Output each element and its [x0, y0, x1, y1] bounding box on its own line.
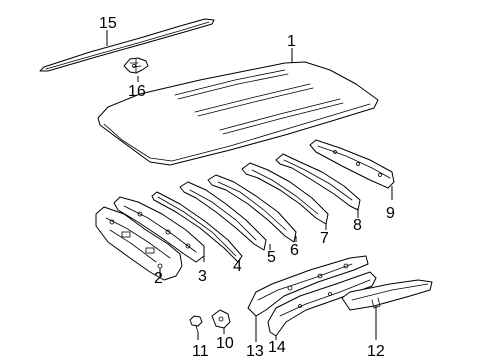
- callout-1: 1: [287, 33, 296, 50]
- part-roof-bow-5: [179, 181, 267, 251]
- callout-7: 7: [320, 230, 329, 247]
- part-roof-bow-6: [207, 174, 297, 243]
- callout-15: 15: [99, 15, 117, 32]
- callout-11: 11: [192, 343, 209, 360]
- part-header-panel-3: [113, 196, 205, 263]
- part-roof-panel: [97, 61, 379, 166]
- callout-12: 12: [367, 343, 385, 360]
- leader-lines: [106, 30, 393, 342]
- callout-10: 10: [216, 335, 234, 352]
- callout-labels: 1 2 3 4 5 6 7 8 9 10 11 12 13 14 15 16: [99, 15, 395, 360]
- part-side-rail-13: [247, 255, 369, 317]
- part-side-molding-12: [341, 279, 433, 311]
- callout-9: 9: [386, 205, 395, 222]
- callout-5: 5: [267, 249, 276, 266]
- part-clip: [123, 57, 149, 74]
- callout-16: 16: [128, 83, 146, 100]
- part-front-header-2: [95, 206, 183, 281]
- part-bracket-10: [211, 309, 231, 329]
- part-bolt-11: [189, 315, 203, 333]
- callout-14: 14: [268, 339, 286, 356]
- callout-6: 6: [290, 242, 299, 259]
- callout-4: 4: [233, 258, 242, 275]
- callout-3: 3: [198, 268, 207, 285]
- callout-8: 8: [353, 217, 362, 234]
- part-roof-molding: [39, 18, 215, 72]
- callout-13: 13: [246, 343, 264, 360]
- part-roof-rail-9: [309, 139, 395, 189]
- callout-2: 2: [154, 270, 163, 287]
